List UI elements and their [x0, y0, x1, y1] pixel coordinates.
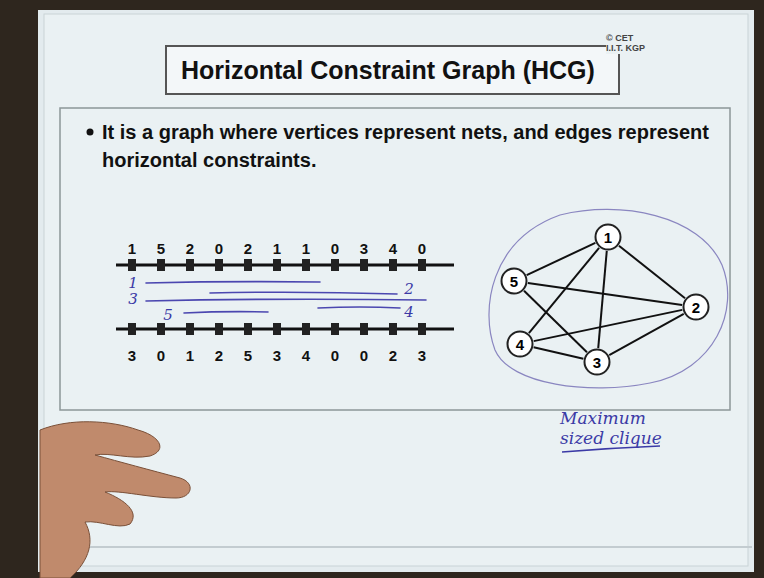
pin-number: 2 [186, 240, 194, 257]
pin-square [418, 323, 426, 335]
constraint-edge [534, 347, 584, 359]
pin-number: 3 [418, 347, 426, 364]
pin-number: 4 [389, 240, 397, 257]
title-box: Horizontal Constraint Graph (HCG) [165, 45, 620, 95]
pin-number: 1 [128, 240, 136, 257]
pin-number: 0 [157, 347, 165, 364]
pin-number: 1 [273, 240, 281, 257]
constraint-edge [527, 243, 596, 275]
pin-square [128, 323, 136, 335]
net-vertex: 3 [583, 348, 611, 376]
pin-number: 3 [360, 240, 368, 257]
pin-square [389, 259, 397, 271]
pin-square [244, 323, 252, 335]
pin-square [273, 259, 281, 271]
pin-square [128, 259, 136, 271]
pin-square [244, 259, 252, 271]
pin-number: 3 [273, 347, 281, 364]
pin-number: 0 [418, 240, 426, 257]
pin-number: 1 [302, 240, 310, 257]
pin-number: 0 [331, 240, 339, 257]
constraint-edge [528, 283, 682, 305]
watermark: © CET I.I.T. KGP [606, 34, 646, 54]
pin-number: 5 [244, 347, 252, 364]
pin-square [360, 323, 368, 335]
constraint-edge [598, 251, 607, 348]
pin-square [186, 323, 194, 335]
pin-square [215, 323, 223, 335]
pin-square [331, 259, 339, 271]
pin-square [186, 259, 194, 271]
vertex-label: 3 [583, 348, 611, 376]
pin-number: 0 [215, 240, 223, 257]
constraint-edge [534, 310, 683, 341]
pin-square [360, 259, 368, 271]
vertex-label: 2 [682, 293, 710, 321]
pin-number: 3 [128, 347, 136, 364]
pin-square [273, 323, 281, 335]
vertex-label: 5 [500, 267, 528, 295]
net-label: 1 [128, 274, 138, 292]
net-vertex: 1 [594, 223, 622, 251]
net-label: 4 [404, 303, 414, 321]
pin-square [389, 323, 397, 335]
net-vertex: 2 [682, 293, 710, 321]
pin-square [215, 259, 223, 271]
pin-number: 0 [331, 347, 339, 364]
net-label: 3 [128, 290, 138, 308]
pin-square [302, 323, 310, 335]
pin-number: 2 [389, 347, 397, 364]
pin-number: 2 [215, 347, 223, 364]
title-text: Horizontal Constraint Graph (HCG) [181, 56, 595, 85]
handwritten-note: Maximum sized clique [560, 408, 670, 448]
constraint-edge [609, 314, 684, 355]
pin-number: 0 [360, 347, 368, 364]
pin-square [157, 259, 165, 271]
vertex-label: 4 [506, 330, 534, 358]
pin-number: 4 [302, 347, 310, 364]
bullet-dot [87, 129, 94, 136]
constraint-edge [619, 246, 685, 299]
net-label: 5 [163, 306, 173, 324]
pin-square [157, 323, 165, 335]
bullet-text: It is a graph where vertices represent n… [102, 118, 714, 174]
net-vertex: 5 [500, 267, 528, 295]
vertex-label: 1 [594, 223, 622, 251]
pin-number: 2 [244, 240, 252, 257]
pin-square [331, 323, 339, 335]
net-label: 2 [404, 280, 414, 298]
pin-number: 5 [157, 240, 165, 257]
net-vertex: 4 [506, 330, 534, 358]
pin-square [302, 259, 310, 271]
pin-square [418, 259, 426, 271]
constraint-edge [524, 291, 587, 352]
constraint-edge [529, 248, 599, 333]
pin-number: 1 [186, 347, 194, 364]
